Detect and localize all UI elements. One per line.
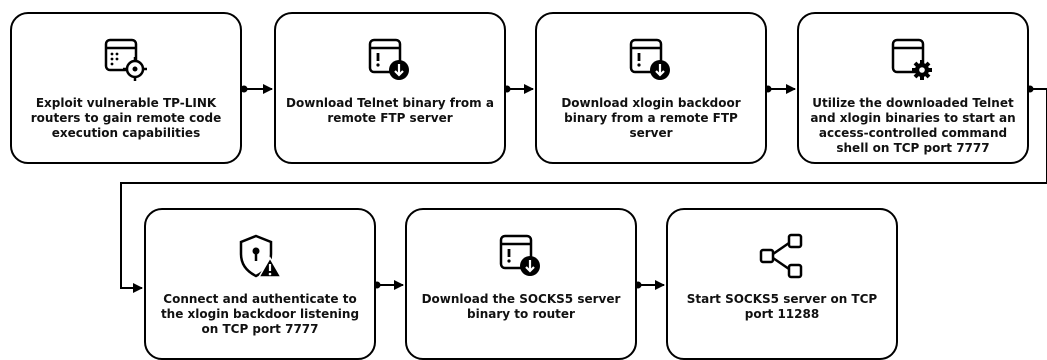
step-6-label: Download the SOCKS5 server binary to rou… [421, 292, 621, 321]
connector-6-7 [634, 280, 665, 290]
step-7-box: Start SOCKS5 server on TCP port 11288 [666, 208, 898, 360]
step-4-box: Utilize the downloaded Telnet and xlogin… [797, 12, 1029, 164]
step-3-label: Download xlogin backdoor binary from a r… [561, 96, 741, 140]
step-7-label: Start SOCKS5 server on TCP port 11288 [686, 292, 878, 321]
connector-2-3 [503, 84, 534, 94]
step-4-label: Utilize the downloaded Telnet and xlogin… [810, 96, 1016, 155]
step-3-box: Download xlogin backdoor binary from a r… [535, 12, 767, 164]
step-5-box: Connect and authenticate to the xlogin b… [144, 208, 376, 360]
shield-warning-icon [236, 232, 284, 280]
window-download-icon [366, 36, 414, 84]
window-download-icon [627, 36, 675, 84]
connector-1-2 [240, 84, 273, 94]
step-1-box: Exploit vulnerable TP-LINK routers to ga… [10, 12, 242, 164]
step-6-box: Download the SOCKS5 server binary to rou… [405, 208, 637, 360]
window-target-icon [102, 36, 150, 84]
step-1-label: Exploit vulnerable TP-LINK routers to ga… [30, 96, 222, 140]
step-5-label: Connect and authenticate to the xlogin b… [160, 292, 360, 336]
step-2-label: Download Telnet binary from a remote FTP… [286, 96, 494, 125]
step-2-box: Download Telnet binary from a remote FTP… [274, 12, 506, 164]
window-download-icon [497, 232, 545, 280]
connector-3-4 [764, 84, 796, 94]
share-nodes-icon [758, 232, 806, 280]
window-gear-icon [889, 36, 937, 84]
connector-5-6 [373, 280, 404, 290]
